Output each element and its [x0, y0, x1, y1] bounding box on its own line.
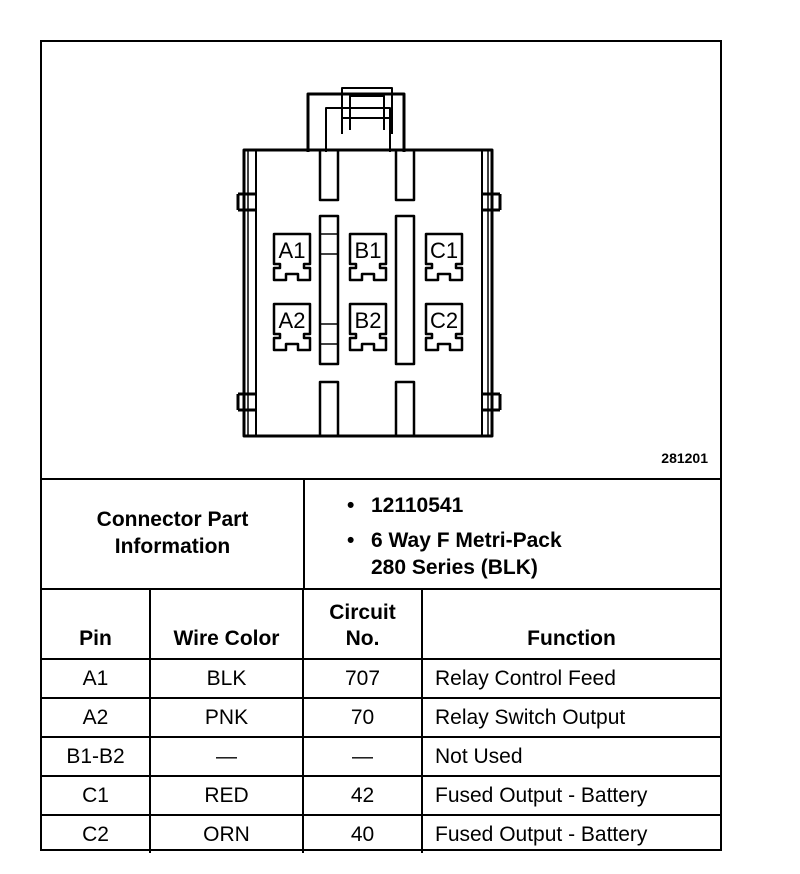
header-circuit-no: Circuit No.	[302, 588, 423, 660]
function-cell: Relay Control Feed	[421, 658, 720, 699]
pin-cell: B1-B2	[42, 736, 151, 777]
cavity-a2: A2	[272, 302, 312, 352]
header-pin: Pin	[42, 588, 151, 660]
left-lower-clip	[236, 392, 256, 412]
body-edge-lines	[247, 150, 489, 436]
connector-inner-wall	[255, 149, 483, 437]
pin-cell: C2	[42, 814, 151, 853]
figure-number: 281201	[661, 450, 708, 466]
pinout-table: Pin Wire Color Circuit No. Function A1 B…	[42, 588, 720, 853]
cavity-label: B1	[355, 238, 382, 263]
part-number-value: 12110541	[371, 494, 464, 517]
circuit-cell: 40	[302, 814, 423, 853]
latch-detail	[342, 95, 392, 130]
divider-right	[394, 214, 416, 366]
left-upper-clip	[236, 192, 256, 212]
cavity-c1: C1	[424, 232, 464, 282]
pin-cell: A1	[42, 658, 151, 699]
cavity-outline	[424, 232, 464, 282]
wire-color-cell: BLK	[149, 658, 304, 699]
table-row: A2 PNK 70 Relay Switch Output	[42, 697, 720, 738]
divider-left-ticks	[320, 233, 338, 345]
cavity-outline	[272, 302, 312, 352]
circuit-cell: 42	[302, 775, 423, 816]
cavity-outline	[424, 302, 464, 352]
latch-housing	[306, 92, 406, 152]
part-number: 12110541	[305, 492, 720, 519]
connector-type-line1: 6 Way F Metri-Pack	[371, 529, 562, 552]
table-row: C2 ORN 40 Fused Output - Battery	[42, 814, 720, 853]
header-circuit-line2: No.	[345, 627, 380, 650]
table-row: C1 RED 42 Fused Output - Battery	[42, 775, 720, 816]
cavity-outline	[272, 232, 312, 282]
cavity-outline	[348, 302, 388, 352]
cavity-label: A2	[279, 308, 306, 333]
connector-body	[242, 148, 494, 438]
cavity-label: B2	[355, 308, 382, 333]
pin-cell: A2	[42, 697, 151, 738]
wire-color-cell: RED	[149, 775, 304, 816]
connector-info-label: Connector Part Information	[42, 478, 305, 588]
function-cell: Fused Output - Battery	[421, 775, 720, 816]
cavity-a1: A1	[272, 232, 312, 282]
header-function: Function	[421, 588, 720, 660]
latch-tab	[341, 87, 393, 134]
cavity-b1: B1	[348, 232, 388, 282]
connector-type: 6 Way F Metri-Pack 280 Series (BLK)	[305, 527, 720, 581]
cavity-label: A1	[279, 238, 306, 263]
upper-slot-left	[318, 148, 340, 202]
cavity-label: C1	[430, 238, 458, 263]
wire-color-cell: ORN	[149, 814, 304, 853]
cavity-label: C2	[430, 308, 458, 333]
pin-cell: C1	[42, 775, 151, 816]
right-lower-clip	[482, 392, 502, 412]
cavity-outline	[348, 232, 388, 282]
function-cell: Relay Switch Output	[421, 697, 720, 738]
function-cell: Fused Output - Battery	[421, 814, 720, 853]
header-wire-color: Wire Color	[149, 588, 304, 660]
latch-inner	[325, 107, 391, 152]
lower-slot-right	[394, 380, 416, 438]
cavity-b2: B2	[348, 302, 388, 352]
circuit-cell: 70	[302, 697, 423, 738]
circuit-cell: —	[302, 736, 423, 777]
right-upper-clip	[482, 192, 502, 212]
cavity-c2: C2	[424, 302, 464, 352]
pinout-header-row: Pin Wire Color Circuit No. Function	[42, 588, 720, 660]
lower-slot-left	[318, 380, 340, 438]
wire-color-cell: —	[149, 736, 304, 777]
header-circuit-line1: Circuit	[329, 601, 396, 624]
table-row: B1-B2 — — Not Used	[42, 736, 720, 777]
connector-part-information: Connector Part Information 12110541 6 Wa…	[42, 478, 720, 590]
connector-info-list: 12110541 6 Way F Metri-Pack 280 Series (…	[305, 478, 720, 588]
wire-color-cell: PNK	[149, 697, 304, 738]
connector-type-line2: 280 Series (BLK)	[371, 556, 538, 579]
circuit-cell: 707	[302, 658, 423, 699]
connector-info-label-line1: Connector Part	[96, 508, 249, 531]
divider-left	[318, 214, 340, 366]
upper-slot-right	[394, 148, 416, 202]
table-row: A1 BLK 707 Relay Control Feed	[42, 658, 720, 699]
connector-info-label-line2: Information	[114, 535, 231, 558]
function-cell: Not Used	[421, 736, 720, 777]
